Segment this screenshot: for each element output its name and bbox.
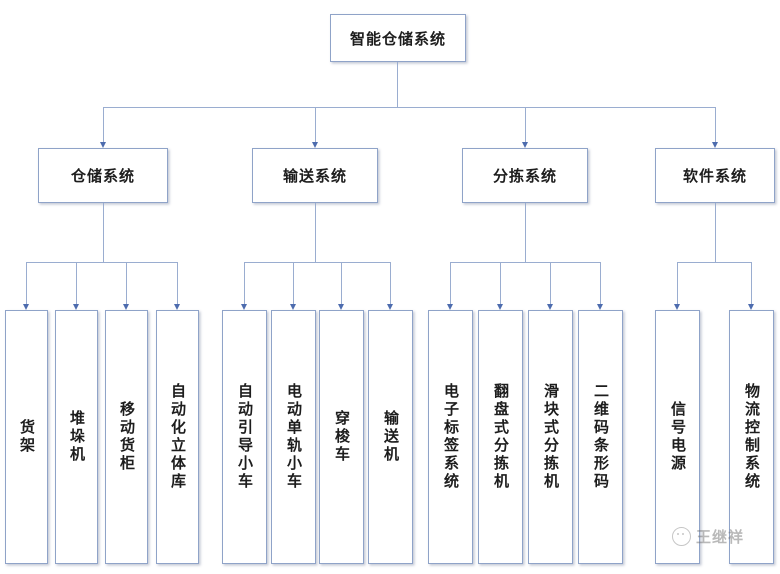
node-leaf-cross-belt-sorter[interactable]: 滑块式分拣机 [528, 310, 573, 564]
node-leaf-automated-warehouse[interactable]: 自动化立体库 [156, 310, 199, 564]
node-leaf-electronic-tag-system-label: 电子标签系统 [442, 383, 460, 491]
arrow-leaf-3-1 [446, 304, 453, 310]
node-leaf-racks-label: 货架 [18, 419, 36, 455]
connector-stem-branch-1 [103, 203, 104, 262]
connector-bus-branch-4 [677, 262, 751, 263]
node-leaf-shuttle[interactable]: 穿梭车 [319, 310, 364, 564]
connector-drop-branch-1 [103, 107, 104, 142]
arrow-branch-2 [311, 142, 318, 148]
connector-drop-leaf-1-1 [26, 262, 27, 304]
connector-drop-leaf-2-3 [341, 262, 342, 304]
node-root-label: 智能仓储系统 [349, 29, 446, 48]
connector-drop-leaf-2-2 [293, 262, 294, 304]
connector-drop-leaf-3-3 [550, 262, 551, 304]
node-leaf-racks[interactable]: 货架 [5, 310, 48, 564]
node-leaf-conveyor[interactable]: 输送机 [368, 310, 413, 564]
connector-bus-branch-2 [244, 262, 390, 263]
connector-drop-leaf-1-3 [126, 262, 127, 304]
arrow-leaf-3-4 [596, 304, 603, 310]
node-leaf-automated-warehouse-label: 自动化立体库 [169, 383, 187, 491]
node-leaf-signal-power-label: 信号电源 [669, 401, 687, 473]
arrow-leaf-3-2 [496, 304, 503, 310]
connector-stem-branch-2 [315, 203, 316, 262]
arrow-leaf-1-4 [173, 304, 180, 310]
connector-drop-leaf-4-2 [751, 262, 752, 304]
connector-drop-leaf-3-2 [500, 262, 501, 304]
node-leaf-mobile-cabinet-label: 移动货柜 [118, 401, 136, 473]
connector-drop-leaf-3-4 [600, 262, 601, 304]
connector-drop-branch-2 [315, 107, 316, 142]
node-leaf-tilt-tray-sorter[interactable]: 翻盘式分拣机 [478, 310, 523, 564]
arrow-branch-1 [99, 142, 106, 148]
arrow-leaf-4-2 [747, 304, 754, 310]
arrow-leaf-2-3 [337, 304, 344, 310]
node-leaf-qr-barcode[interactable]: 二维码条形码 [578, 310, 623, 564]
connector-stem-branch-4 [715, 203, 716, 262]
arrow-leaf-2-1 [240, 304, 247, 310]
node-leaf-agv-label: 自动引导小车 [236, 383, 254, 491]
node-leaf-qr-barcode-label: 二维码条形码 [592, 383, 610, 491]
connector-bus-branch-1 [26, 262, 177, 263]
connector-drop-branch-4 [715, 107, 716, 142]
connector-drop-leaf-1-4 [177, 262, 178, 304]
connector-bus-branch-3 [450, 262, 600, 263]
connector-drop-leaf-4-1 [677, 262, 678, 304]
arrow-branch-4 [711, 142, 718, 148]
arrow-leaf-1-2 [72, 304, 79, 310]
node-branch-sorting[interactable]: 分拣系统 [462, 148, 588, 203]
arrow-leaf-1-1 [22, 304, 29, 310]
node-branch-storage-label: 仓储系统 [70, 167, 135, 185]
connector-root-stem [397, 62, 398, 107]
node-root[interactable]: 智能仓储系统 [330, 14, 466, 62]
node-leaf-monorail-trolley-label: 电动单轨小车 [285, 383, 303, 491]
node-branch-software[interactable]: 软件系统 [655, 148, 775, 203]
node-leaf-logistics-control-system-label: 物流控制系统 [743, 383, 761, 491]
node-branch-conveying-label: 输送系统 [282, 167, 347, 185]
node-branch-conveying[interactable]: 输送系统 [252, 148, 378, 203]
node-leaf-logistics-control-system[interactable]: 物流控制系统 [729, 310, 774, 564]
node-leaf-agv[interactable]: 自动引导小车 [222, 310, 267, 564]
connector-stem-branch-3 [525, 203, 526, 262]
connector-drop-leaf-2-4 [390, 262, 391, 304]
arrow-leaf-1-3 [122, 304, 129, 310]
node-leaf-shuttle-label: 穿梭车 [333, 410, 351, 464]
node-leaf-signal-power[interactable]: 信号电源 [655, 310, 700, 564]
node-branch-storage[interactable]: 仓储系统 [38, 148, 168, 203]
node-leaf-cross-belt-sorter-label: 滑块式分拣机 [542, 383, 560, 491]
connector-drop-leaf-2-1 [244, 262, 245, 304]
node-leaf-conveyor-label: 输送机 [382, 410, 400, 464]
node-branch-software-label: 软件系统 [682, 167, 747, 185]
node-leaf-stacker[interactable]: 堆垛机 [55, 310, 98, 564]
connector-drop-leaf-1-2 [76, 262, 77, 304]
node-leaf-monorail-trolley[interactable]: 电动单轨小车 [271, 310, 316, 564]
node-branch-sorting-label: 分拣系统 [492, 167, 557, 185]
arrow-branch-3 [521, 142, 528, 148]
arrow-leaf-4-1 [673, 304, 680, 310]
arrow-leaf-2-2 [289, 304, 296, 310]
connector-level2-bus [103, 107, 715, 108]
node-leaf-stacker-label: 堆垛机 [68, 410, 86, 464]
node-leaf-electronic-tag-system[interactable]: 电子标签系统 [428, 310, 473, 564]
arrow-leaf-3-3 [546, 304, 553, 310]
connector-drop-leaf-3-1 [450, 262, 451, 304]
node-leaf-mobile-cabinet[interactable]: 移动货柜 [105, 310, 148, 564]
node-leaf-tilt-tray-sorter-label: 翻盘式分拣机 [492, 383, 510, 491]
connector-drop-branch-3 [525, 107, 526, 142]
arrow-leaf-2-4 [386, 304, 393, 310]
